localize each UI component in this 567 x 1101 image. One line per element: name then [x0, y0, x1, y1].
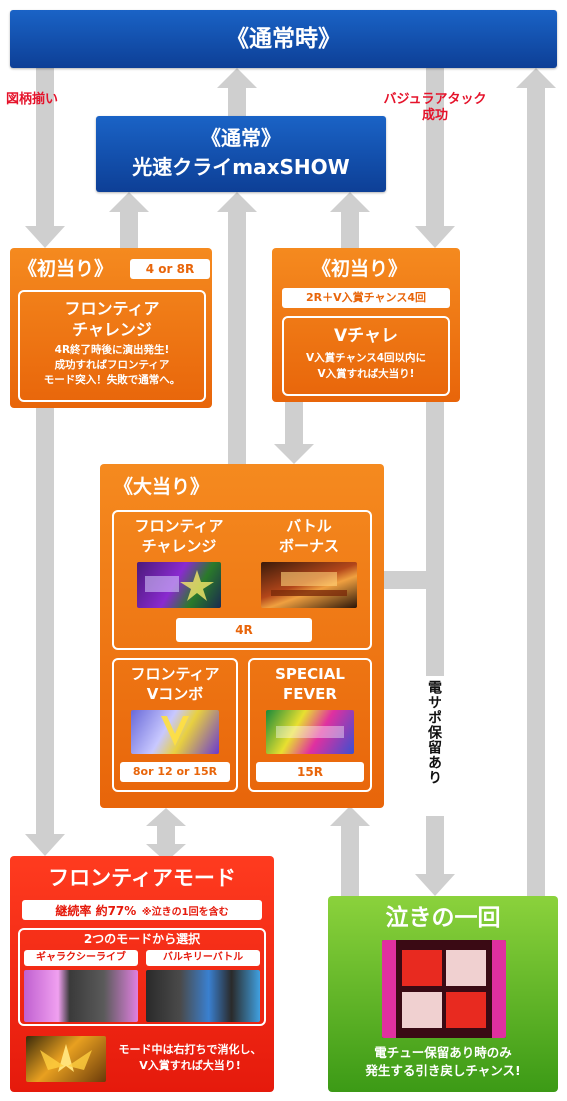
label-zugara: 図柄揃い	[6, 92, 59, 107]
first-hit-right-title: 《初当り》	[312, 258, 408, 280]
big-hit-top-rounds: 4R	[176, 618, 312, 642]
frontier-mode-rate: 継続率 約77% ※泣きの1回を含む	[22, 900, 262, 920]
normal-mode-box: 《通常》 光速クライmaxSHOW	[96, 116, 386, 192]
v-combo-icon	[161, 716, 189, 746]
big-hit-title: 《大当り》	[114, 476, 210, 498]
naki-title: 泣きの一回	[385, 905, 501, 931]
first-hit-right-rounds: 2R＋V入賞チャンス4回	[282, 288, 450, 308]
frontier-challenge-image	[137, 562, 221, 608]
big-hit-top-group: フロンティア チャレンジ バトル ボーナス 4R	[112, 510, 372, 650]
battle-icon	[271, 572, 347, 596]
item-special-fever: SPECIAL FEVER 15R	[248, 658, 372, 792]
normal-mode-line1: 《通常》	[201, 126, 281, 150]
galaxy-live-image	[24, 970, 138, 1022]
arrow-up-from-big-hit	[228, 208, 246, 468]
frontier-mode: フロンティアモード 継続率 約77% ※泣きの1回を含む 2つのモードから選択 …	[10, 856, 274, 1092]
frontier-challenge-card: フロンティア チャレンジ 4R終了時後に演出発生! 成功すればフロンティア モー…	[18, 290, 206, 402]
star-icon	[145, 570, 214, 601]
arrow-down-right	[426, 68, 444, 228]
valkyrie-battle-image	[146, 970, 260, 1022]
first-hit-left-rounds: 4 or 8R	[130, 259, 210, 279]
battle-bonus-image	[261, 562, 357, 608]
arrow-up-from-left-hit	[120, 208, 138, 248]
first-hit-left-title: 《初当り》	[18, 258, 114, 280]
special-fever-image	[266, 710, 354, 754]
item-frontier-challenge: フロンティア チャレンジ	[118, 516, 240, 608]
header-normal-time: 《通常時》	[10, 10, 557, 68]
arrow-up-from-right-hit	[341, 208, 359, 248]
mode-valkyrie-battle: バルキリーバトル	[146, 950, 260, 1022]
arrow-down-left-long	[36, 408, 54, 838]
item-frontier-v-combo: フロンティア Vコンボ 8or 12 or 15R	[112, 658, 238, 792]
first-hit-left: 《初当り》 4 or 8R フロンティア チャレンジ 4R終了時後に演出発生! …	[10, 248, 212, 408]
naki-no-ikkai: 泣きの一回 電チュー保留あり時のみ 発生する引き戻しチャンス!	[328, 896, 558, 1092]
big-hit: 《大当り》 フロンティア チャレンジ バトル ボーナス 4R	[100, 464, 384, 808]
first-hit-right: 《初当り》 2R＋V入賞チャンス4回 Vチャレ V入賞チャンス4回以内に V入賞…	[272, 248, 460, 402]
frontier-mode-footer: モード中は右打ちで消化し、 V入賞すれば大当り!	[118, 1043, 262, 1072]
arrow-double	[157, 822, 175, 848]
fever-icon	[276, 726, 344, 738]
arrow-up-from-naki	[341, 822, 359, 896]
label-densapo: 電サポ保留あり	[424, 676, 444, 816]
normal-mode-line2: 光速クライmaxSHOW	[132, 155, 350, 179]
mode-select-panel: 2つのモードから選択 ギャラクシーライブ バルキリーバトル	[18, 928, 266, 1026]
header-title: 《通常時》	[226, 26, 341, 52]
arrow-down-left	[36, 68, 54, 228]
label-basura-attack: バジュラアタック 成功	[383, 92, 487, 123]
arrow-down-vchare	[285, 402, 303, 448]
arrow-up-normal	[228, 84, 246, 116]
v-combo-rounds: 8or 12 or 15R	[120, 762, 230, 782]
special-fever-rounds: 15R	[256, 762, 364, 782]
arrow-connector-horizontal	[372, 571, 444, 589]
naki-desc: 電チュー保留あり時のみ 発生する引き戻しチャンス!	[365, 1045, 521, 1078]
frontier-emblem-icon	[26, 1036, 106, 1082]
arrow-up-far-right	[527, 84, 545, 897]
naki-image	[382, 940, 506, 1038]
frontier-mode-title: フロンティアモード	[48, 866, 236, 890]
item-battle-bonus: バトル ボーナス	[248, 516, 370, 608]
v-combo-image	[131, 710, 219, 754]
v-challenge-card: Vチャレ V入賞チャンス4回以内に V入賞すれば大当り!	[282, 316, 450, 396]
mode-galaxy-live: ギャラクシーライブ	[24, 950, 138, 1022]
